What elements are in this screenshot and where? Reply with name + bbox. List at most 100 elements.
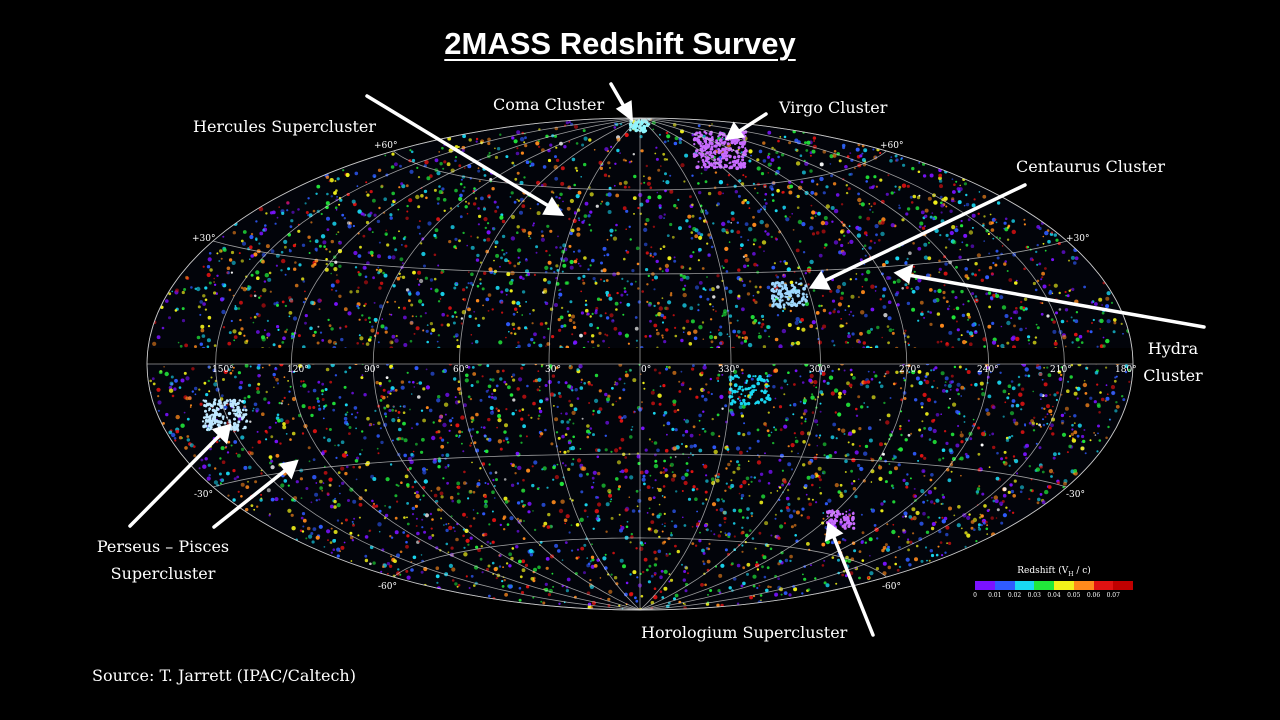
galaxy-dot [592,413,595,416]
galaxy-dot [437,264,440,267]
galaxy-dot [986,524,988,527]
galaxy-dot [1105,384,1108,387]
galaxy-dot [784,261,788,266]
galaxy-dot [453,286,457,290]
galaxy-dot [574,166,578,170]
galaxy-dot [326,529,331,534]
galaxy-dot [253,294,257,298]
galaxy-dot [425,196,428,200]
galaxy-dot [876,325,880,330]
galaxy-dot [527,343,531,348]
galaxy-dot [513,200,517,204]
galaxy-dot [866,329,871,335]
galaxy-dot [682,602,685,605]
galaxy-dot [963,182,968,186]
galaxy-dot [558,297,560,299]
galaxy-dot [960,334,963,337]
galaxy-dot [787,445,790,448]
galaxy-dot [552,585,555,588]
galaxy-dot [770,534,773,537]
galaxy-dot [406,483,410,487]
galaxy-dot [874,224,879,229]
galaxy-dot [857,463,861,468]
galaxy-dot [270,249,275,254]
galaxy-dot [793,523,797,527]
galaxy-dot [701,502,705,505]
galaxy-dot [689,387,692,391]
galaxy-dot [929,478,933,482]
galaxy-dot [987,324,992,329]
galaxy-dot [218,472,222,476]
galaxy-dot [628,186,631,189]
galaxy-dot [710,340,714,344]
galaxy-dot [394,494,398,498]
galaxy-dot [799,277,802,280]
galaxy-dot [622,206,627,211]
galaxy-dot [530,162,535,167]
galaxy-dot [437,395,441,399]
galaxy-dot [1065,294,1068,297]
galaxy-dot [709,318,713,321]
galaxy-dot [525,274,528,277]
galaxy-dot [566,206,571,211]
galaxy-dot [885,420,890,425]
galaxy-dot [365,342,370,346]
galaxy-dot [312,527,317,531]
galaxy-dot [346,454,349,457]
galaxy-dot [965,193,968,197]
galaxy-dot [750,475,753,479]
galaxy-dot [505,438,509,441]
galaxy-dot [948,238,951,241]
galaxy-dot [383,273,388,278]
galaxy-dot [879,298,882,301]
galaxy-dot [692,485,696,489]
galaxy-dot [698,325,703,330]
galaxy-dot [398,186,401,189]
galaxy-dot [625,209,629,213]
galaxy-dot [158,370,163,375]
galaxy-dot [302,380,305,383]
galaxy-dot [339,550,341,553]
galaxy-dot [597,448,601,452]
galaxy-dot [938,458,942,462]
galaxy-dot [670,532,673,534]
galaxy-dot [234,375,237,379]
galaxy-dot [662,152,666,156]
galaxy-dot [1086,366,1089,369]
galaxy-dot [874,290,877,292]
galaxy-dot [672,473,677,478]
galaxy-dot [595,517,599,521]
galaxy-dot [386,396,389,398]
galaxy-dot [767,482,771,485]
galaxy-dot [1002,389,1007,394]
galaxy-dot [561,462,565,465]
galaxy-dot [703,397,708,402]
galaxy-dot [745,476,750,481]
galaxy-dot [879,384,884,389]
galaxy-dot [647,176,652,181]
galaxy-dot [935,553,939,557]
galaxy-dot [956,328,960,332]
galaxy-dot [361,449,363,451]
galaxy-dot [698,520,701,523]
galaxy-dot [1036,225,1041,229]
galaxy-dot [747,431,751,436]
galaxy-dot [870,508,876,513]
galaxy-dot [665,180,670,185]
galaxy-dot [855,414,859,417]
galaxy-dot [426,468,428,471]
galaxy-dot [509,196,512,198]
galaxy-dot [346,411,349,414]
galaxy-dot [1110,385,1116,390]
galaxy-dot [580,490,584,494]
galaxy-dot [980,443,984,447]
galaxy-dot [627,342,631,345]
galaxy-dot [839,483,843,487]
galaxy-dot [767,172,770,174]
galaxy-dot [455,282,458,285]
galaxy-dot [532,596,535,599]
galaxy-dot [683,480,688,486]
galaxy-dot [358,334,361,337]
galaxy-dot [559,450,562,453]
